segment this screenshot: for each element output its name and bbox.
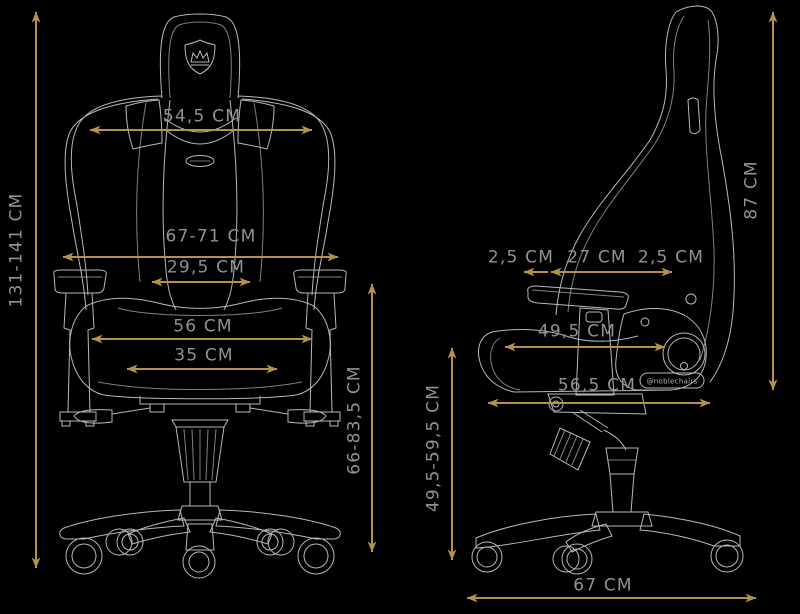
front-shoulder-cutouts [125, 99, 275, 150]
dim-label-seat-width-inner: 35 CM [174, 345, 234, 366]
dim-label-armrest-gap-rear: 2,5 CM [637, 247, 705, 268]
dim-label-armrest-gap-front: 2,5 CM [487, 247, 555, 268]
seat-badge [639, 372, 705, 389]
dim-label-seat-depth-total: 56,5 CM [557, 375, 637, 396]
dim-label-backrest-seat-height: 66-83,5 CM [344, 365, 365, 475]
front-casters [65, 528, 335, 579]
dim-label-armrest-length: 27 CM [567, 247, 627, 268]
dim-label-headrest-width: 54,5 CM [162, 106, 242, 127]
dim-label-base-width: 67 CM [573, 575, 633, 596]
front-right-armrest [293, 269, 347, 427]
crown-shield-logo-icon [184, 39, 216, 75]
side-star-base [475, 511, 741, 553]
dim-label-seat-height-range: 49,5-59,5 CM [423, 383, 444, 513]
side-armrest [527, 285, 629, 396]
dimension-arrows [31, 11, 778, 603]
side-backrest [555, 5, 735, 383]
front-brand-badge [185, 155, 215, 167]
front-headrest [159, 13, 241, 99]
dim-label-backrest-width: 29,5 CM [166, 257, 246, 278]
seat-badge-text: @noblechairs [646, 378, 697, 386]
front-seat [69, 297, 331, 400]
side-gas-lift [605, 447, 639, 513]
front-star-base [59, 505, 341, 551]
side-underseat-mechanism [547, 393, 647, 471]
side-recline-mechanism [615, 308, 707, 391]
front-left-armrest [53, 269, 107, 427]
dim-label-seat-width-total: 56 CM [173, 316, 233, 337]
side-view-chair-art [471, 5, 744, 575]
front-backrest-wings [64, 95, 336, 311]
front-underseat-frame [73, 396, 327, 424]
dim-label-overall-width: 67-71 CM [165, 226, 257, 247]
dim-label-seat-depth: 49,5 CM [537, 321, 617, 342]
front-gas-lift [171, 419, 229, 507]
front-view-chair-art [53, 13, 347, 579]
dim-label-overall-height: 131-141 CM [6, 192, 27, 308]
dim-label-backrest-height: 87 CM [741, 160, 762, 220]
side-casters [471, 539, 744, 575]
